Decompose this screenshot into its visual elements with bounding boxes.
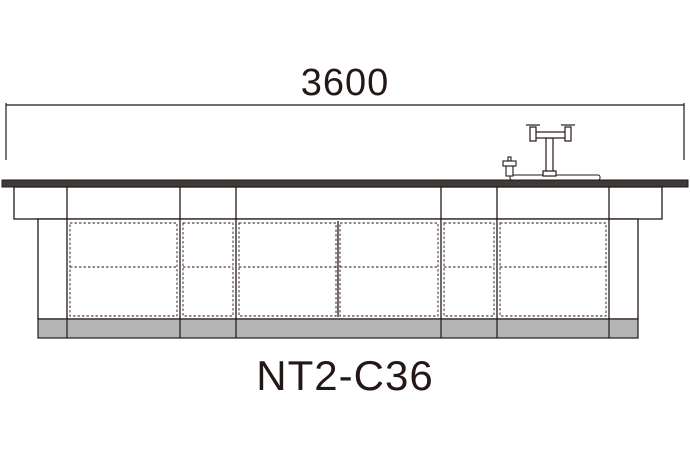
model-code: NT2-C36 [256, 352, 434, 399]
door-5 [443, 222, 495, 317]
dimension-line [5, 103, 685, 160]
cabinet-body [37, 218, 639, 320]
dimension-label: 3600 [300, 62, 390, 104]
door-6 [499, 222, 607, 317]
plinth [37, 318, 639, 339]
door-3 [238, 222, 337, 317]
lab-faucet-icon [526, 124, 575, 177]
top-rail [13, 186, 663, 220]
door-2 [182, 222, 234, 317]
small-tap-icon [502, 156, 517, 177]
door-1 [69, 222, 178, 317]
cabinet-doors [69, 222, 607, 317]
door-4 [339, 222, 439, 317]
countertop [1, 179, 689, 188]
